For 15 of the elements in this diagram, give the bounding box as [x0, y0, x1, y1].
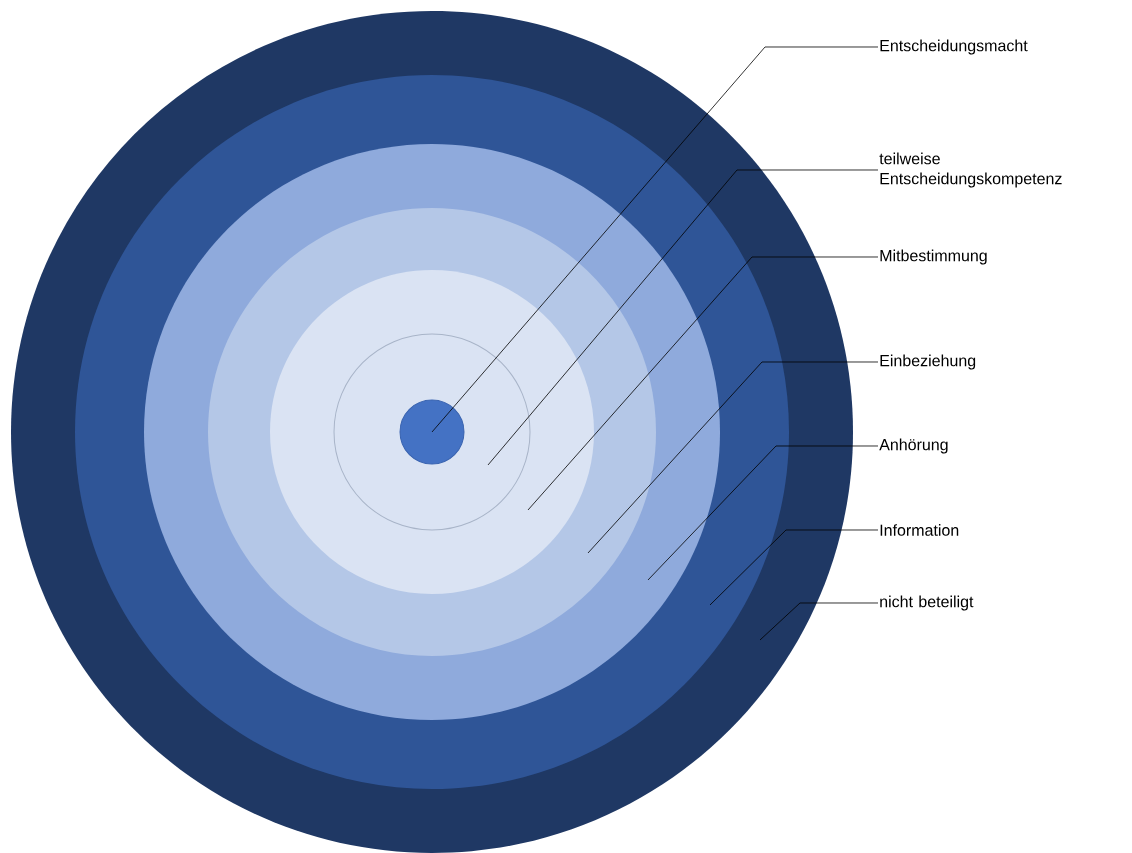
leader-line: [647, 445, 879, 581]
leader-line: [759, 602, 879, 641]
leader-line: [431, 46, 879, 433]
leader-line: [587, 361, 879, 554]
leader-label: nicht beteiligt: [880, 595, 974, 611]
leader-label: Information: [880, 524, 959, 536]
leader-label: teilweise Entscheidungskompetenz: [879, 152, 1062, 188]
leader-label: Anhörung: [879, 438, 948, 454]
leader-line: [527, 256, 879, 511]
leader-label: Mitbestimmung: [880, 249, 987, 265]
leader-line: [487, 169, 879, 466]
leader-label: Einbeziehung: [880, 354, 976, 370]
leader-label: Entscheidungsmacht: [880, 39, 1028, 55]
leader-line: [709, 529, 879, 606]
center-dot: [399, 399, 465, 465]
